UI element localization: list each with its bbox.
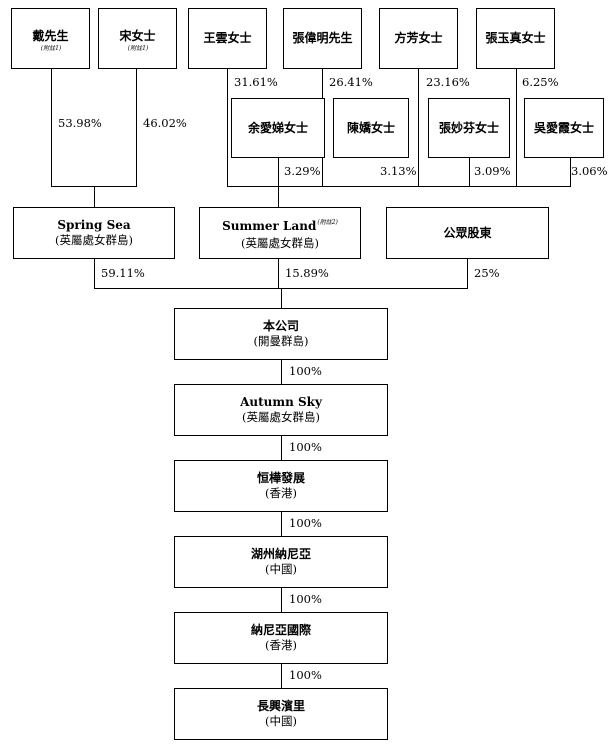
jurisdiction-label: (英屬處女群島) xyxy=(55,233,133,248)
entity-name: 納尼亞國際 xyxy=(250,623,311,638)
entity-box-huzhou-narnia: 湖州納尼亞 (中國) xyxy=(174,536,388,588)
connector-line xyxy=(516,69,517,186)
percentage-label-chain-1: 100% xyxy=(289,364,322,378)
connector-line xyxy=(281,360,282,384)
percentage-label-public: 25% xyxy=(474,266,500,280)
jurisdiction-label: (中國) xyxy=(265,714,297,729)
shareholder-box-wu: 吳愛霞女士 xyxy=(524,98,604,158)
shareholder-box-zhang-yuzhen: 張玉真女士 xyxy=(476,8,555,69)
shareholder-box-wang: 王雲女士 xyxy=(188,8,267,69)
footnote-ref: (附註1) xyxy=(40,45,62,53)
entity-name: 長興濱里 xyxy=(256,699,305,714)
shareholder-name: 方芳女士 xyxy=(394,31,443,46)
percentage-label-wang: 31.61% xyxy=(234,75,278,89)
percentage-label-chain-5: 100% xyxy=(289,668,322,682)
jurisdiction-label: (中國) xyxy=(265,562,297,577)
shareholder-name: 宋女士 xyxy=(119,28,156,43)
shareholder-name: 戴先生 xyxy=(32,28,69,43)
jurisdiction-label: (英屬處女群島) xyxy=(242,410,320,425)
company-name: Summer Land xyxy=(222,219,317,234)
shareholder-name: 余愛娣女士 xyxy=(247,120,308,135)
entity-name: Autumn Sky xyxy=(240,395,322,410)
percentage-label-song: 46.02% xyxy=(143,116,187,130)
jurisdiction-label: (英屬處女群島) xyxy=(241,236,319,251)
shareholder-name: 王雲女士 xyxy=(203,31,252,46)
shareholder-name: 張玉真女士 xyxy=(485,31,546,46)
holding-box-spring-sea: Spring Sea (英屬處女群島) xyxy=(13,207,175,259)
entity-name: 湖州納尼亞 xyxy=(250,547,311,562)
entity-box-changxing-binli: 長興濱里 (中國) xyxy=(174,688,388,740)
percentage-label-yu: 3.29% xyxy=(284,164,321,178)
connector-line xyxy=(227,69,228,186)
percentage-label-chen: 3.13% xyxy=(380,164,417,178)
percentage-label-wu: 3.06% xyxy=(571,164,608,178)
jurisdiction-label: (香港) xyxy=(265,486,297,501)
connector-line xyxy=(281,288,282,308)
percentage-label-zhang-weiming: 26.41% xyxy=(329,75,373,89)
shareholder-box-song: 宋女士 (附註1) xyxy=(98,8,177,69)
holding-box-summer-land: Summer Land(附註2) (英屬處女群島) xyxy=(199,207,361,259)
connector-line xyxy=(281,436,282,460)
shareholder-box-fang: 方芳女士 xyxy=(379,8,458,69)
percentage-label-dai: 53.98% xyxy=(58,116,102,130)
percentage-label-chain-4: 100% xyxy=(289,592,322,606)
connector-line xyxy=(278,259,279,288)
percentage-label-spring-sea: 59.11% xyxy=(101,266,145,280)
shareholder-name: 吳愛霞女士 xyxy=(533,120,594,135)
jurisdiction-label: (開曼群島) xyxy=(253,334,309,349)
percentage-label-chain-2: 100% xyxy=(289,440,322,454)
entity-name: 本公司 xyxy=(262,319,299,334)
percentage-label-fang: 23.16% xyxy=(426,75,470,89)
percentage-label-zhang-yuzhen: 6.25% xyxy=(522,75,559,89)
shareholder-name: 陳嬌女士 xyxy=(346,120,395,135)
holding-box-public: 公眾股東 xyxy=(386,207,549,259)
entity-box-autumn-sky: Autumn Sky (英屬處女群島) xyxy=(174,384,388,436)
connector-line xyxy=(227,186,571,187)
shareholder-box-yu: 余愛娣女士 xyxy=(231,98,325,158)
connector-line xyxy=(281,588,282,612)
entity-box-hanghua: 恒樺發展 (香港) xyxy=(174,460,388,512)
connector-line xyxy=(278,186,279,207)
percentage-label-chain-3: 100% xyxy=(289,516,322,530)
company-name: 公眾股東 xyxy=(443,225,492,240)
shareholder-box-zhang-weiming: 張偉明先生 xyxy=(283,8,362,69)
shareholder-box-chen: 陳嬌女士 xyxy=(333,98,409,158)
shareholder-box-zhang-miaofen: 張妙芬女士 xyxy=(428,98,510,158)
entity-box-company: 本公司 (開曼群島) xyxy=(174,308,388,360)
connector-line xyxy=(278,158,279,186)
footnote-ref: (附註1) xyxy=(127,45,149,53)
connector-line xyxy=(467,259,468,288)
connector-line xyxy=(94,186,95,207)
connector-line xyxy=(94,259,95,288)
connector-line xyxy=(469,158,470,186)
shareholder-box-dai: 戴先生 (附註1) xyxy=(11,8,90,69)
connector-line xyxy=(281,512,282,536)
company-name: Spring Sea xyxy=(57,218,131,233)
percentage-label-zhang-miaofen: 3.09% xyxy=(474,164,511,178)
connector-line xyxy=(281,664,282,688)
percentage-label-summer-land: 15.89% xyxy=(285,266,329,280)
jurisdiction-label: (香港) xyxy=(265,638,297,653)
connector-line xyxy=(136,69,137,186)
connector-line xyxy=(51,69,52,186)
shareholder-name: 張妙芬女士 xyxy=(438,120,499,135)
connector-line xyxy=(418,69,419,186)
connector-line xyxy=(570,158,571,187)
entity-box-narnia-international: 納尼亞國際 (香港) xyxy=(174,612,388,664)
footnote-ref: (附註2) xyxy=(317,219,338,227)
shareholder-name: 張偉明先生 xyxy=(292,31,353,46)
entity-name: 恒樺發展 xyxy=(256,471,305,486)
